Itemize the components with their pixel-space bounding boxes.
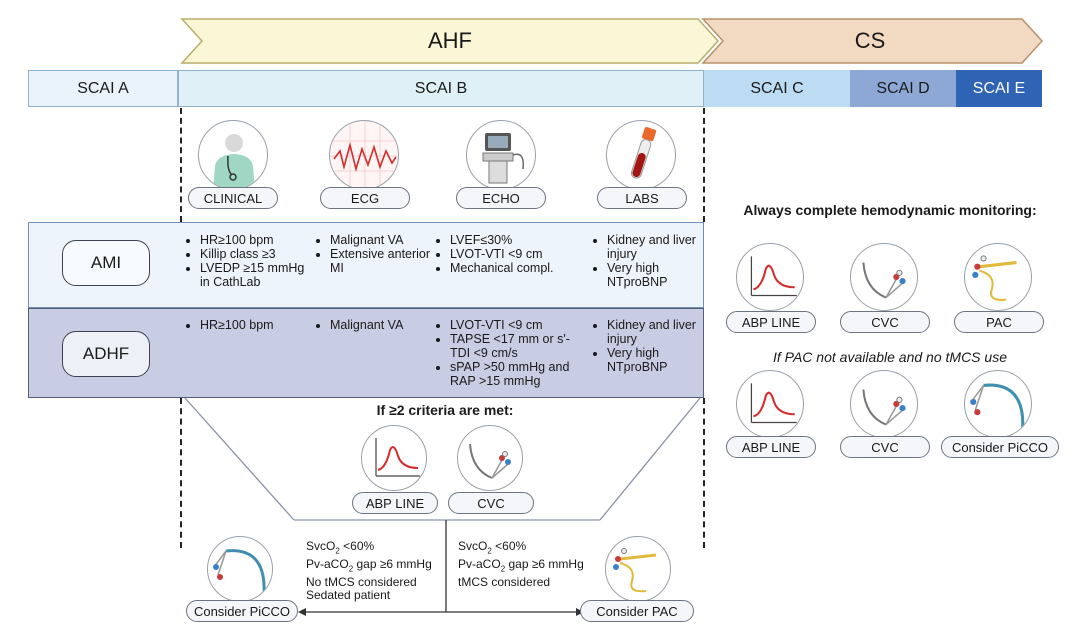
bottom-left-line: SvcO2 <60%	[306, 539, 375, 556]
criteria-title: If ≥2 criteria are met:	[376, 402, 514, 418]
ami-ecg-item: Extensive anterior MI	[330, 247, 435, 275]
right-cvc-icon-2	[850, 370, 918, 438]
tool-label-echo: ECHO	[456, 187, 546, 209]
abp-line-icon	[361, 425, 427, 491]
ami-label: AMI	[62, 240, 150, 286]
adhf-labs-list: Kidney and liver injury Very high NTproB…	[593, 318, 715, 374]
right-row2-abp-label: ABP LINE	[726, 436, 816, 458]
phase-arrows	[180, 18, 1044, 64]
tool-label-ecg: ECG	[320, 187, 410, 209]
bottom-left-criteria: SvcO2 <60% Pv-aCO2 gap ≥6 mmHg No tMCS c…	[306, 539, 446, 603]
clinician-icon	[198, 120, 268, 190]
tool-label-labs: LABS	[597, 187, 687, 209]
right-row1-pac-label: PAC	[954, 311, 1044, 333]
bottom-left-line: No tMCS considered	[306, 574, 417, 589]
cvc-icon	[457, 425, 523, 491]
right-panel-title: Always complete hemodynamic monitoring:	[743, 202, 1037, 218]
ami-echo-item: LVEF≤30%	[450, 233, 588, 247]
bottom-left-line: Sedated patient	[306, 588, 391, 603]
blood-tube-icon	[606, 120, 676, 190]
right-row1-cvc-label: CVC	[840, 311, 930, 333]
right-pac-icon	[964, 243, 1032, 311]
right-row2-cvc-label: CVC	[840, 436, 930, 458]
tool-label-clinical: CLINICAL	[188, 187, 278, 209]
scai-c: SCAI C	[704, 70, 850, 107]
ami-clinical-item: Killip class ≥3	[200, 247, 312, 261]
adhf-clinical-list: HR≥100 bpm	[186, 318, 312, 332]
dashed-divider-right-bottom	[703, 398, 705, 548]
adhf-label: ADHF	[62, 331, 150, 377]
bottom-right-criteria: SvcO2 <60% Pv-aCO2 gap ≥6 mmHg tMCS cons…	[458, 539, 598, 589]
scai-e: SCAI E	[956, 70, 1042, 107]
adhf-clinical-item: HR≥100 bpm	[200, 318, 312, 332]
consider-picco-label: Consider PiCCO	[186, 600, 298, 622]
ami-echo-item: LVOT-VTI <9 cm	[450, 247, 588, 261]
ami-echo-list: LVEF≤30% LVOT-VTI <9 cm Mechanical compl…	[436, 233, 588, 275]
right-row2-picco-label: Consider PiCCO	[941, 436, 1059, 458]
right-abp-line-icon	[736, 243, 804, 311]
ami-clinical-item: HR≥100 bpm	[200, 233, 312, 247]
adhf-echo-list: LVOT-VTI <9 cm TAPSE <17 mm or s'-TDI <9…	[436, 318, 588, 388]
dashed-divider-left-top	[180, 108, 182, 222]
arrowhead-left	[298, 608, 306, 616]
bottom-left-line: Pv-aCO2 gap ≥6 mmHg	[306, 556, 432, 574]
ahf-label: AHF	[428, 28, 472, 53]
right-row1-abp-label: ABP LINE	[726, 311, 816, 333]
ami-labs-list: Kidney and liver injury Very high NTproB…	[593, 233, 715, 289]
scai-b: SCAI B	[178, 70, 704, 107]
adhf-ecg-list: Malignant VA	[316, 318, 435, 332]
bottom-right-line: SvcO2 <60%	[458, 539, 527, 556]
adhf-labs-item: Very high NTproBNP	[607, 346, 715, 374]
funnel-left-line	[184, 397, 295, 521]
dashed-divider-right-top	[703, 108, 705, 222]
cs-arrow	[701, 18, 1044, 64]
ami-clinical-item: LVEDP ≥15 mmHg in CathLab	[200, 261, 312, 289]
adhf-labs-item: Kidney and liver injury	[607, 318, 715, 346]
adhf-echo-item: sPAP >50 mmHg and RAP >15 mmHg	[450, 360, 588, 388]
scai-d: SCAI D	[850, 70, 956, 107]
adhf-ecg-item: Malignant VA	[330, 318, 435, 332]
center-abp-line-label: ABP LINE	[352, 492, 438, 514]
ami-clinical-list: HR≥100 bpm Killip class ≥3 LVEDP ≥15 mmH…	[186, 233, 312, 289]
center-cvc-label: CVC	[448, 492, 534, 514]
consider-pac-label: Consider PAC	[580, 600, 694, 622]
ami-echo-item: Mechanical compl.	[450, 261, 588, 275]
ami-ecg-item: Malignant VA	[330, 233, 435, 247]
right-cvc-icon	[850, 243, 918, 311]
scai-a: SCAI A	[28, 70, 178, 107]
echo-machine-icon	[466, 120, 536, 190]
ahf-arrow	[180, 18, 720, 64]
pac-icon	[605, 536, 671, 602]
right-picco-icon	[964, 370, 1032, 438]
cs-label: CS	[854, 28, 886, 53]
ecg-icon	[329, 120, 399, 190]
ami-labs-item: Kidney and liver injury	[607, 233, 715, 261]
ami-labs-item: Very high NTproBNP	[607, 261, 715, 289]
bottom-right-line: Pv-aCO2 gap ≥6 mmHg	[458, 556, 584, 574]
dashed-divider-left-bottom	[180, 398, 182, 548]
ami-ecg-list: Malignant VA Extensive anterior MI	[316, 233, 435, 275]
ami-band	[28, 222, 704, 308]
picco-icon	[207, 536, 273, 602]
bottom-right-line: tMCS considered	[458, 574, 551, 589]
adhf-echo-item: TAPSE <17 mm or s'-TDI <9 cm/s	[450, 332, 588, 360]
right-abp-line-icon-2	[736, 370, 804, 438]
funnel-right-line	[599, 397, 701, 521]
right-panel-note: If PAC not available and no tMCS use	[773, 349, 1007, 365]
adhf-echo-item: LVOT-VTI <9 cm	[450, 318, 588, 332]
